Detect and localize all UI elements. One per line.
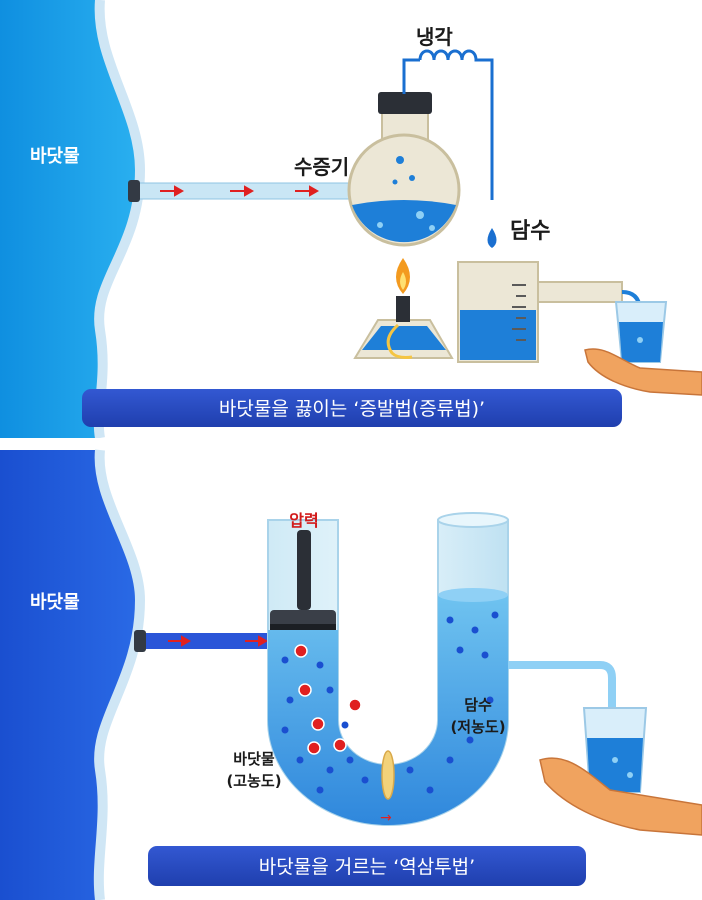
pipe-coupling xyxy=(128,180,140,202)
caption-bottom: 바닷물을 거르는 ‘역삼투법’ xyxy=(259,856,475,878)
caption-top: 바닷물을 끓이는 ‘증발법(증류법)’ xyxy=(219,398,485,420)
steam-label: 수증기 xyxy=(294,155,349,179)
fresh-water-sub: (저농도) xyxy=(450,718,505,736)
sea-water-top xyxy=(0,0,140,438)
alcohol-burner xyxy=(353,258,454,359)
cooling-coil xyxy=(402,49,494,200)
outlet-pipe xyxy=(508,661,616,710)
hand-top xyxy=(584,348,702,396)
sea-water-sub: (고농도) xyxy=(226,772,281,790)
sea-water-label-u: 바닷물 xyxy=(233,750,275,768)
water-molecules xyxy=(281,611,499,794)
sea-water-bottom xyxy=(0,450,140,900)
caption-box-bottom xyxy=(148,846,586,886)
condensed-drop xyxy=(487,228,497,248)
flow-arrow-membrane: → xyxy=(380,810,392,826)
hand-bottom xyxy=(539,757,702,836)
sea-label-bottom: 바닷물 xyxy=(30,592,80,613)
pressure-label: 압력 xyxy=(289,511,318,530)
pipe-coupling-bottom xyxy=(134,630,146,652)
fresh-water-label-bottom: 담수 xyxy=(464,696,492,714)
fresh-water-label-top: 담수 xyxy=(510,219,550,244)
flow-arrows-bottom xyxy=(168,635,269,647)
top-panel: 바닷물 냉각 수증기 담수 xyxy=(0,0,702,439)
membrane xyxy=(381,750,395,800)
caption-box-top xyxy=(82,389,622,427)
salt-particles xyxy=(294,644,362,755)
drinking-glass-bottom xyxy=(582,707,648,793)
sea-edge-top xyxy=(93,0,146,439)
collection-beaker xyxy=(457,261,642,363)
intake-pipe-bottom xyxy=(140,633,275,649)
drinking-glass-top xyxy=(614,301,668,363)
sea-label: 바닷물 xyxy=(30,146,80,167)
panel-divider xyxy=(0,438,702,450)
cooling-label: 냉각 xyxy=(416,25,453,49)
distillation-flask xyxy=(347,92,461,247)
sea-edge-bottom xyxy=(93,449,146,900)
flow-arrows-top xyxy=(160,185,320,197)
bottom-panel: 바닷물 압력 xyxy=(0,449,702,900)
pressure-piston xyxy=(270,530,336,630)
